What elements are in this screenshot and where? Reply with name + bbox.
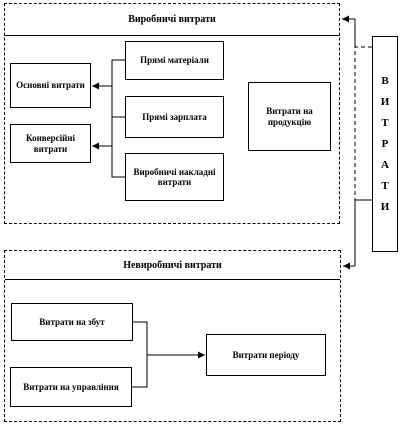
conversion-costs-box: Конверсійні витрати: [10, 124, 91, 163]
production-costs-group: [4, 3, 340, 224]
costs-letter-2: И: [380, 95, 390, 108]
costs-letter-6: Т: [381, 179, 389, 192]
costs-letter-1: В: [381, 74, 389, 87]
overhead-box: Виробничі накладні витрати: [125, 153, 224, 201]
product-costs-box: Витрати на продукцію: [248, 82, 331, 151]
materials-to-prime-connector: [111, 59, 125, 117]
costs-to-production-connector: [354, 46, 372, 200]
nonproduction-costs-group: [4, 250, 341, 422]
costs-letter-7: И: [380, 200, 390, 213]
direct-materials-box: Прямі матеріали: [125, 41, 224, 80]
costs-letter-3: Т: [381, 116, 389, 129]
costs-letter-4: Р: [381, 137, 389, 150]
prime-costs-box: Основні витрати: [10, 63, 91, 108]
period-costs-box: Витрати періоду: [206, 334, 326, 376]
costs-vertical-label: В И Т Р А Т И: [372, 36, 398, 252]
labor-to-conversion-connector: [111, 116, 125, 178]
nonproduction-costs-header: Невиробничі витрати: [5, 251, 340, 280]
costs-letter-5: А: [381, 158, 389, 171]
production-costs-header: Виробничі витрати: [5, 4, 339, 36]
admin-costs-box: Витрати на управління: [10, 367, 132, 407]
selling-admin-connector: [132, 321, 148, 388]
costs-bracket: [354, 199, 372, 266]
selling-costs-box: Витрати на збут: [11, 303, 133, 341]
direct-labor-box: Прямі зарплата: [125, 96, 224, 138]
